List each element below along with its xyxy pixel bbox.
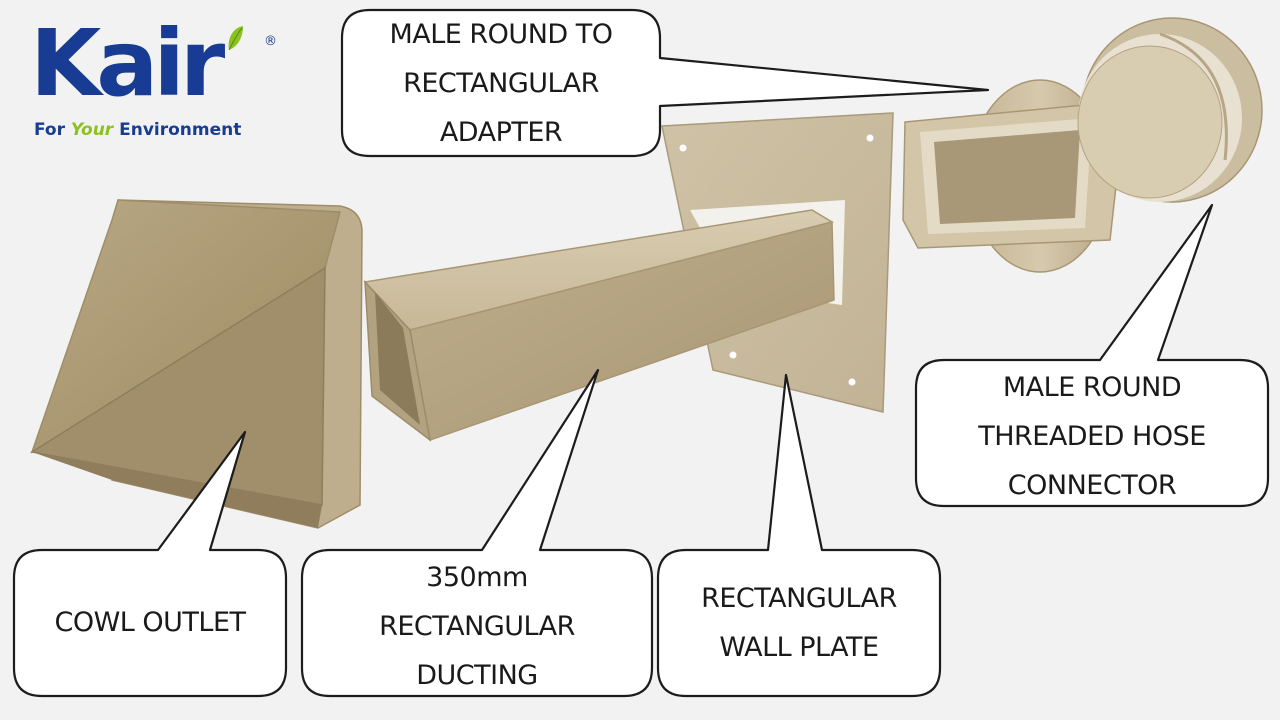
ducting-label-line-3: DUCTING bbox=[416, 660, 538, 691]
wall-plate-callout-bubble bbox=[656, 373, 942, 698]
cowl-label-line-1: COWL OUTLET bbox=[54, 607, 246, 638]
cowl-label: COWL OUTLET bbox=[14, 598, 286, 647]
adapter-part bbox=[902, 79, 1123, 273]
leaf-icon bbox=[228, 26, 243, 51]
wall-plate-label-line-2: WALL PLATE bbox=[719, 632, 879, 663]
adapter-callout-bubble bbox=[340, 8, 990, 158]
cowl-part bbox=[29, 199, 363, 529]
adapter-label-line-3: ADAPTER bbox=[439, 117, 563, 148]
wall-plate-label-line-1: RECTANGULAR bbox=[701, 583, 897, 614]
tagline-post: Environment bbox=[113, 120, 242, 140]
wall-plate-label: RECTANGULAR WALL PLATE bbox=[658, 574, 940, 672]
cowl-callout-bubble bbox=[12, 430, 288, 698]
ducting-callout-bubble bbox=[300, 368, 654, 698]
adapter-label-line-2: RECTANGULAR bbox=[403, 68, 599, 99]
hose-connector-label-line-2: THREADED HOSE bbox=[978, 421, 1206, 452]
registered-mark: ® bbox=[264, 34, 277, 49]
ducting-label-line-1: 350mm bbox=[426, 562, 528, 593]
tagline-pre: For bbox=[34, 120, 71, 140]
hose-connector-label-line-3: CONNECTOR bbox=[1007, 470, 1177, 501]
hose-connector-part bbox=[1077, 17, 1263, 203]
tagline-your: Your bbox=[70, 120, 114, 140]
adapter-label-line-1: MALE ROUND TO bbox=[389, 19, 613, 50]
hose-connector-label: MALE ROUND THREADED HOSE CONNECTOR bbox=[916, 363, 1268, 510]
hose-connector-label-line-1: MALE ROUND bbox=[1002, 372, 1182, 403]
ducting-part bbox=[363, 209, 835, 442]
ducting-label: 350mm RECTANGULAR DUCTING bbox=[302, 553, 652, 700]
adapter-label: MALE ROUND TO RECTANGULAR ADAPTER bbox=[342, 10, 660, 157]
hose-connector-callout-bubble bbox=[914, 203, 1270, 508]
kair-logo: Kair ® For Your Environment bbox=[30, 14, 300, 144]
logo-wordmark: Kair bbox=[30, 10, 225, 117]
ducting-label-line-2: RECTANGULAR bbox=[379, 611, 575, 642]
logo-tagline: For Your Environment bbox=[34, 120, 241, 140]
